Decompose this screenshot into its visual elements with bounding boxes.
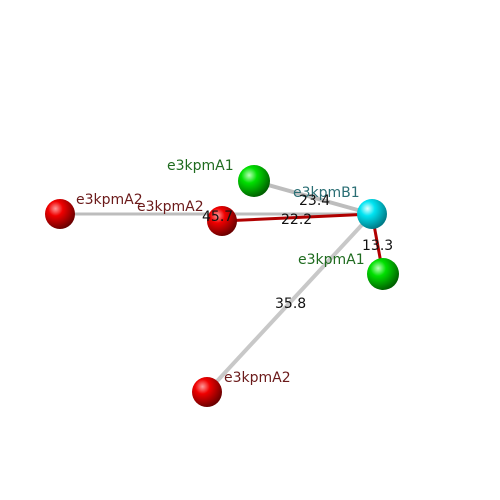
distance-label-center-g2: 13.3: [362, 238, 393, 254]
distance-labels: 23.4 22.2 45.7 13.3 35.8: [202, 193, 393, 312]
atoms: [45, 165, 399, 407]
atom-g2[interactable]: [367, 258, 399, 290]
bond-lines: [60, 179, 385, 394]
bond-center-r2: [221, 212, 373, 223]
bond-center-g1: [253, 179, 373, 216]
atom-center[interactable]: [357, 199, 387, 229]
distance-label-center-r1: 45.7: [202, 209, 233, 225]
distance-label-center-r2: 22.2: [281, 212, 312, 228]
atom-g1[interactable]: [238, 165, 270, 197]
atom-label-center: e3kpmB1: [293, 185, 360, 201]
atom-label-r3: e3kpmA2: [224, 370, 291, 386]
atom-r3[interactable]: [192, 377, 222, 407]
distance-label-center-g1: 23.4: [299, 193, 330, 209]
atom-label-g1: e3kpmA1: [167, 158, 234, 174]
atom-r2[interactable]: [207, 206, 237, 236]
atom-r1[interactable]: [45, 199, 75, 229]
bond-center-r3: [205, 212, 374, 394]
atom-label-g2: e3kpmA1: [298, 252, 365, 268]
distance-label-center-r3: 35.8: [275, 296, 306, 312]
atom-labels: e3kpmA1 e3kpmB1 e3kpmA2 e3kpmA2 e3kpmA1 …: [76, 158, 365, 386]
atom-label-r2: e3kpmA2: [137, 199, 204, 215]
atom-label-r1: e3kpmA2: [76, 192, 143, 208]
